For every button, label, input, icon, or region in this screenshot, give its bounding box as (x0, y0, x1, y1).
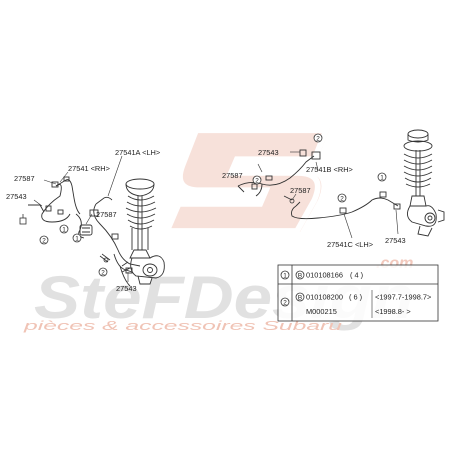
svg-text:B: B (298, 294, 302, 301)
callout-2-mid: 2 (98, 267, 108, 277)
svg-text:2: 2 (101, 269, 105, 276)
callouts: 2 1 1 2 2 2 2 1 (39, 133, 387, 277)
legend-qty-2: ( 6 ) (349, 293, 362, 302)
label-27543-far-right: 27543 (385, 236, 406, 245)
svg-text:2: 2 (283, 299, 287, 306)
callout-1-right: 1 (377, 172, 387, 182)
svg-text:1: 1 (75, 235, 79, 242)
label-27587-left: 27587 (14, 174, 35, 183)
watermark-s-logo (162, 127, 331, 234)
label-27543-bottom: 27543 (116, 284, 137, 293)
legend-date-3: <1998.8- > (375, 307, 411, 316)
legend-table: 1 B 010108166 ( 4 ) 2 B 010108200 ( 6 ) … (277, 264, 439, 322)
legend-date-2: <1997.7-1998.7> (375, 293, 431, 302)
bolt-right-a (283, 195, 295, 204)
legend-qty-1: ( 4 ) (350, 271, 363, 280)
harness-27541a-lh (89, 196, 141, 287)
svg-text:1: 1 (380, 174, 384, 181)
small-part-left-a (19, 214, 27, 225)
watermark-tagline: pièces & accessoires Subaru (22, 318, 342, 333)
label-27587-right-b: 27587 (290, 186, 311, 195)
svg-text:2: 2 (42, 237, 46, 244)
callout-2-right-a: 2 (252, 175, 262, 185)
label-27541c-lh: 27541C <LH> (327, 240, 373, 249)
legend-row-1: 1 B 010108166 ( 4 ) (280, 271, 363, 280)
label-27541-rh: 27541 <RH> (68, 164, 110, 173)
label-27587-right-a: 27587 (222, 171, 243, 180)
label-27541a-lh: 27541A <LH> (115, 148, 160, 157)
legend-row-3: M000215 <1998.8- > (306, 307, 411, 316)
bolt-mid-left (99, 253, 111, 263)
label-27541b-rh: 27541B <RH> (306, 165, 353, 174)
harness-27541b-rh (237, 149, 321, 197)
callout-1-left: 1 (59, 224, 69, 234)
label-27587-mid: 27587 (96, 210, 117, 219)
callout-2-left-a: 2 (39, 235, 49, 245)
callout-2-right-b: 2 (337, 193, 347, 203)
svg-text:2: 2 (316, 135, 320, 142)
callout-2-right-top: 2 (313, 133, 323, 143)
legend-part-1: 010108166 (306, 271, 343, 280)
legend-part-2: 010108200 (306, 293, 343, 302)
svg-text:2: 2 (340, 195, 344, 202)
left-strut-assembly (121, 178, 165, 285)
legend-row-2: 2 B 010108200 ( 6 ) <1997.7-1998.7> (280, 293, 431, 307)
leader-lines (33, 151, 399, 282)
part-labels: 27587 27541 <RH> 27543 27587 27541A <LH>… (6, 148, 406, 293)
callout-1-left-b: 1 (72, 233, 82, 243)
legend-part-3: M000215 (306, 307, 337, 316)
right-strut-assembly (403, 129, 445, 237)
svg-text:1: 1 (283, 272, 287, 279)
svg-text:1: 1 (62, 226, 66, 233)
harness-27541c-lh (291, 191, 401, 220)
svg-text:2: 2 (255, 177, 259, 184)
svg-text:B: B (298, 272, 302, 279)
label-27543-left: 27543 (6, 192, 27, 201)
label-27543-right-top: 27543 (258, 148, 279, 157)
